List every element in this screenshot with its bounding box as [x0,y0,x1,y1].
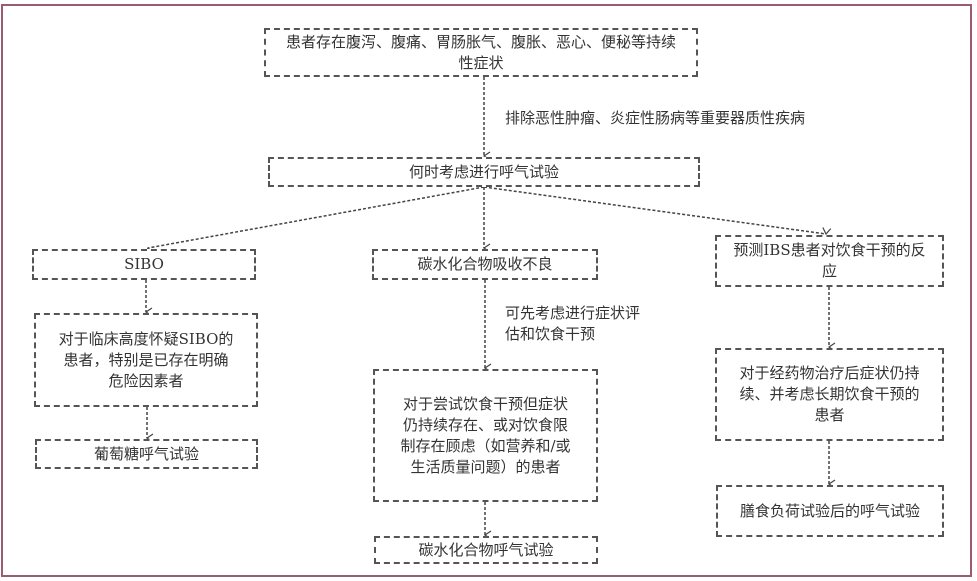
node-ibs-detail: 对于经药物治疗后症状仍持续、并考虑长期饮食干预的患者 [715,348,944,441]
node-sibo: SIBO [32,249,256,280]
node-carb-detail: 对于尝试饮食干预但症状仍持续存在、或对饮食限制存在顾虑（如营养和/或生活质量问题… [373,369,598,502]
node-meal-test: 膳食负荷试验后的呼气试验 [716,485,944,537]
node-sibo-detail: 对于临床高度怀疑SIBO的患者，特别是已存在明确危险因素者 [34,313,258,407]
node-carb-test: 碳水化合物呼气试验 [374,536,598,564]
node-symptoms: 患者存在腹泻、腹痛、胃肠胀气、腹胀、恶心、便秘等持续性症状 [264,28,698,77]
arrow-to-ibs [483,186,832,236]
node-glucose-test: 葡萄糖呼气试验 [35,439,258,469]
node-when-breath-test: 何时考虑进行呼气试验 [268,157,700,187]
node-ibs-diet: 预测IBS患者对饮食干预的反应 [715,235,944,287]
edge-label-exclude: 排除恶性肿瘤、炎症性肠病等重要器质性疾病 [505,109,806,127]
edge-label-consider-first: 可先考虑进行症状评估和饮食干预 [505,304,641,343]
arrow-to-sibo [144,186,485,255]
node-carb-malabsorption: 碳水化合物吸收不良 [372,249,598,280]
diagram-frame [1,4,972,577]
